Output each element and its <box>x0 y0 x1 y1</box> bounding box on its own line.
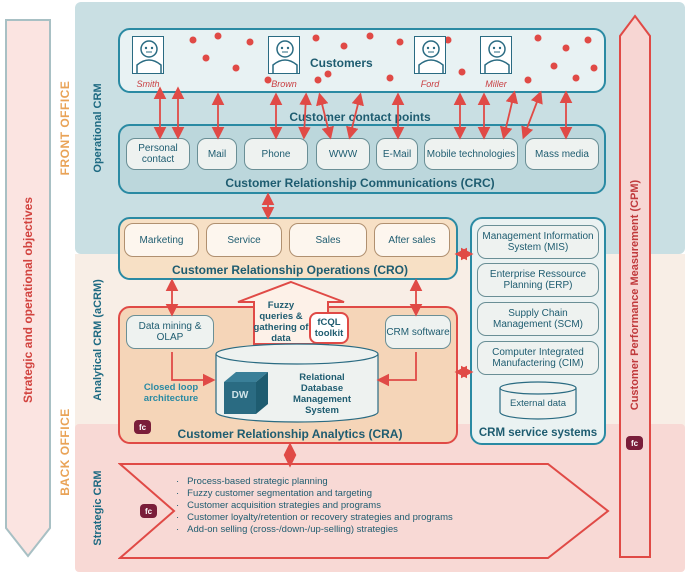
customer-name: Miller <box>485 79 507 89</box>
cro-item: Marketing <box>124 223 199 257</box>
back-office-label: BACK OFFICE <box>58 408 72 496</box>
customers-box <box>118 28 606 93</box>
rdbms-label: Relational Database Management System <box>292 372 352 416</box>
customer-avatar <box>480 36 512 74</box>
dw-cube <box>224 372 268 414</box>
fc-badge: fc <box>626 436 643 450</box>
service-system-item: Management Information System (MIS) <box>477 225 599 259</box>
strategic-item: Process-based strategic planning <box>187 476 453 488</box>
customer-name: Ford <box>420 79 440 89</box>
analytical-crm-label: Analytical CRM (aCRM) <box>92 279 104 401</box>
customer-avatar <box>414 36 446 74</box>
cpm-label: Customer Performance Measurement (CPM) <box>629 179 641 411</box>
contact-points-title: Customer contact points <box>289 110 431 124</box>
crc-title: Customer Relationship Communications (CR… <box>225 176 495 190</box>
strategic-item: Add-on selling (cross-/down-/up-selling)… <box>187 524 453 536</box>
crm-software-box: CRM software <box>385 315 451 349</box>
data-mining-box: Data mining & OLAP <box>126 315 214 349</box>
cro-item: Sales <box>289 223 367 257</box>
external-data-cylinder <box>499 381 577 420</box>
dw-label: DW <box>231 390 249 401</box>
cro-title: Customer Relationship Operations (CRO) <box>171 263 409 277</box>
contact-point: E-Mail <box>376 138 418 170</box>
cro-item: Service <box>206 223 282 257</box>
cra-title: Customer Relationship Analytics (CRA) <box>177 427 403 441</box>
customer-avatar <box>132 36 164 74</box>
contact-point: Mass media <box>525 138 599 170</box>
strategic-list: Process-based strategic planning Fuzzy c… <box>174 476 453 536</box>
fc-badge: fc <box>134 420 151 434</box>
strategic-item: Customer loyalty/retention or recovery s… <box>187 512 453 524</box>
cro-item: After sales <box>374 223 450 257</box>
service-systems-title: CRM service systems <box>478 427 598 439</box>
fcql-toolkit-box: fCQL toolkit <box>309 312 349 344</box>
service-system-item: Computer Integrated Manufactering (CIM) <box>477 341 599 375</box>
closed-loop-label: Closed loop architecture <box>143 382 199 404</box>
contact-point: WWW <box>316 138 370 170</box>
operational-crm-label: Operational CRM <box>92 83 104 173</box>
customer-name: Brown <box>271 79 297 89</box>
contact-point: Personal contact <box>126 138 190 170</box>
strategic-item: Customer acquisition strategies and prog… <box>187 500 453 512</box>
customer-avatar <box>268 36 300 74</box>
customer-name: Smith <box>136 79 160 89</box>
external-data-label: External data <box>510 398 566 409</box>
customers-title: Customers <box>310 56 373 70</box>
objectives-arrow-bar <box>5 19 51 558</box>
contact-point: Phone <box>244 138 308 170</box>
strategic-crm-label: Strategic CRM <box>92 470 104 546</box>
service-system-item: Supply Chain Management (SCM) <box>477 302 599 336</box>
contact-point: Mail <box>197 138 237 170</box>
service-system-item: Enterprise Ressource Planning (ERP) <box>477 263 599 297</box>
fuzzy-label: Fuzzy queries & gathering of data <box>253 300 309 344</box>
contact-point: Mobile technologies <box>424 138 518 170</box>
front-office-label: FRONT OFFICE <box>58 80 72 176</box>
customer-dots <box>189 32 598 84</box>
strategic-item: Fuzzy customer segmentation and targetin… <box>187 488 453 500</box>
fc-badge: fc <box>140 504 157 518</box>
cpm-arrow-bar <box>619 14 651 558</box>
objectives-label: Strategic and operational objectives <box>21 196 35 404</box>
